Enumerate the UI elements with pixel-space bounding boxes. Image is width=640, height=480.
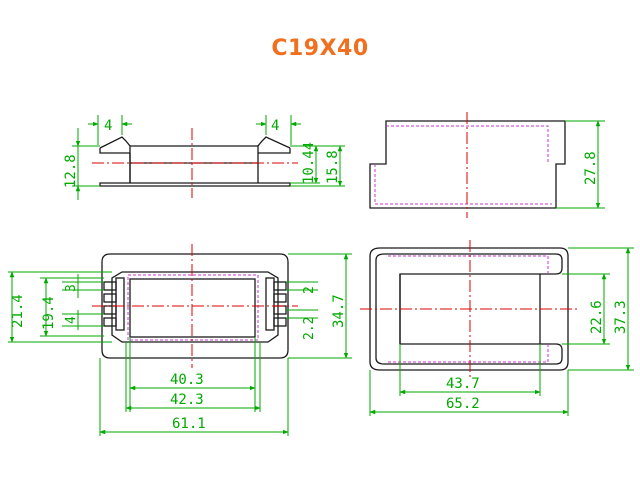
side-view: 27.8 (369, 112, 605, 218)
dim-top-pin-gap: 3 (64, 284, 79, 292)
dim-front-height-right: 15.8 (325, 150, 341, 184)
dim-top-width-outer: 61.1 (172, 416, 206, 432)
dim-bottom-inner-height: 22.6 (589, 300, 605, 334)
page-title: C19X40 (271, 36, 369, 61)
dim-bottom-outer-width: 65.2 (446, 396, 480, 412)
dim-front-height-left: 12.8 (63, 154, 79, 188)
dim-top-pin-right: 2 (302, 286, 317, 294)
dim-top-inner: 19.4 (41, 296, 57, 330)
dim-front-tab-left: 4 (104, 118, 112, 134)
dim-bottom-outer-height: 37.3 (613, 300, 629, 334)
dim-front-gap: 10.4 (301, 150, 317, 184)
dim-front-tab-right: 4 (271, 118, 279, 134)
dim-top-height: 34.7 (331, 294, 347, 328)
dim-front-tab-4: 4 (302, 142, 317, 150)
bottom-view: 22.6 37.3 43.7 65.2 (360, 240, 634, 416)
dim-top-width-mid: 42.3 (170, 392, 204, 408)
dim-top-width-inner: 40.3 (170, 372, 204, 388)
top-view: 21.4 19.4 3 4 2 2.2 34.7 40.3 42.3 (8, 244, 352, 436)
dim-top-outer: 21.4 (10, 294, 26, 328)
dim-bottom-inner-width: 43.7 (446, 376, 480, 392)
dim-side-height: 27.8 (583, 151, 599, 185)
front-view: 4 4 12.8 10.4 15.8 4 (63, 115, 345, 200)
dim-top-pin-gap2: 4 (64, 316, 79, 324)
dim-top-slot: 2.2 (302, 317, 317, 340)
